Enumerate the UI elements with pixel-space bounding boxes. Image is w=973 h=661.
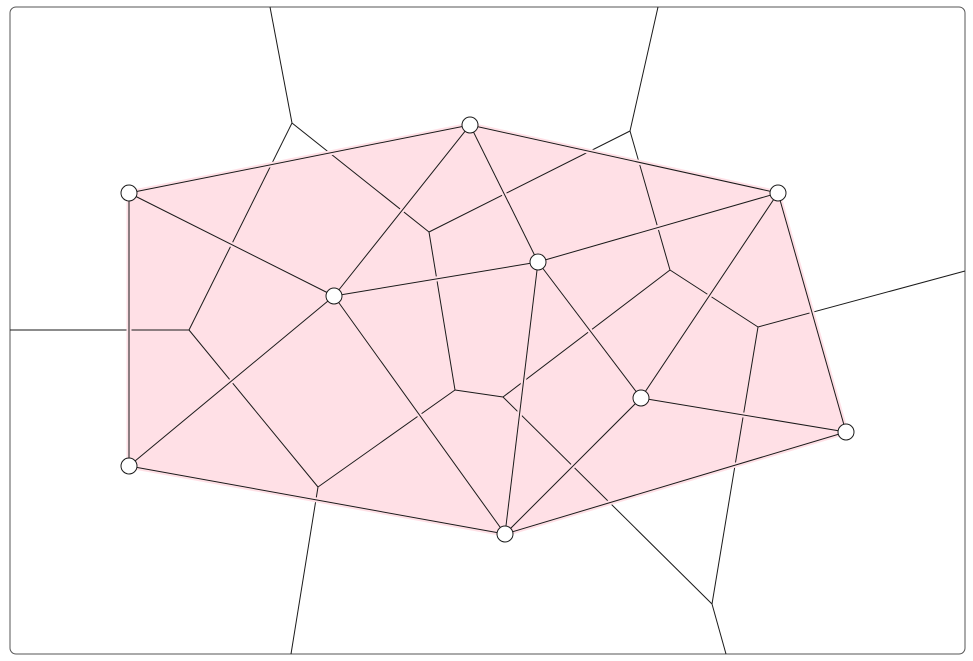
voronoi-edge [291, 122, 430, 233]
voronoi-edge [629, 6, 659, 132]
delaunay-edge [128, 124, 471, 194]
voronoi-edge [269, 6, 293, 124]
voronoi-edge [502, 269, 671, 398]
voronoi-edge [502, 396, 713, 605]
voronoi-edge [711, 603, 727, 655]
delaunay-edge [128, 295, 335, 467]
voronoi-edge [428, 130, 631, 233]
voronoi-edge [669, 269, 759, 328]
sites-layer [120, 116, 855, 543]
delaunay-edge [777, 192, 847, 433]
delaunay-edge [504, 431, 847, 535]
site-node [120, 184, 138, 202]
delaunay-edge [333, 124, 471, 297]
delaunay-edge [640, 397, 847, 433]
voronoi-edge [428, 231, 456, 391]
delaunay-edge [504, 397, 642, 535]
delaunay-edge [640, 192, 779, 399]
delaunay-edge [469, 124, 779, 194]
delaunay-edge [537, 192, 779, 263]
delaunay-edge [333, 261, 539, 297]
site-node [529, 253, 547, 271]
voronoi-edge [188, 122, 293, 331]
site-node [769, 184, 787, 202]
voronoi-edge [629, 130, 671, 271]
voronoi-edge [290, 486, 319, 655]
voronoi-edge [757, 270, 966, 328]
voronoi-edge [188, 329, 319, 488]
delaunay-edge [537, 261, 642, 399]
delaunay-edge [333, 295, 506, 535]
site-node [837, 423, 855, 441]
site-node [632, 389, 650, 407]
delaunay-edge [128, 192, 335, 297]
site-node [496, 525, 514, 543]
voronoi-edge [454, 389, 504, 398]
site-node [461, 116, 479, 134]
site-node [120, 457, 138, 475]
delaunay-edge [128, 465, 506, 535]
delaunay-edges-layer [126, 122, 849, 537]
delaunay-edge [469, 124, 539, 263]
voronoi-edge [317, 389, 456, 488]
site-node [325, 287, 343, 305]
delaunay-edge [504, 261, 539, 535]
